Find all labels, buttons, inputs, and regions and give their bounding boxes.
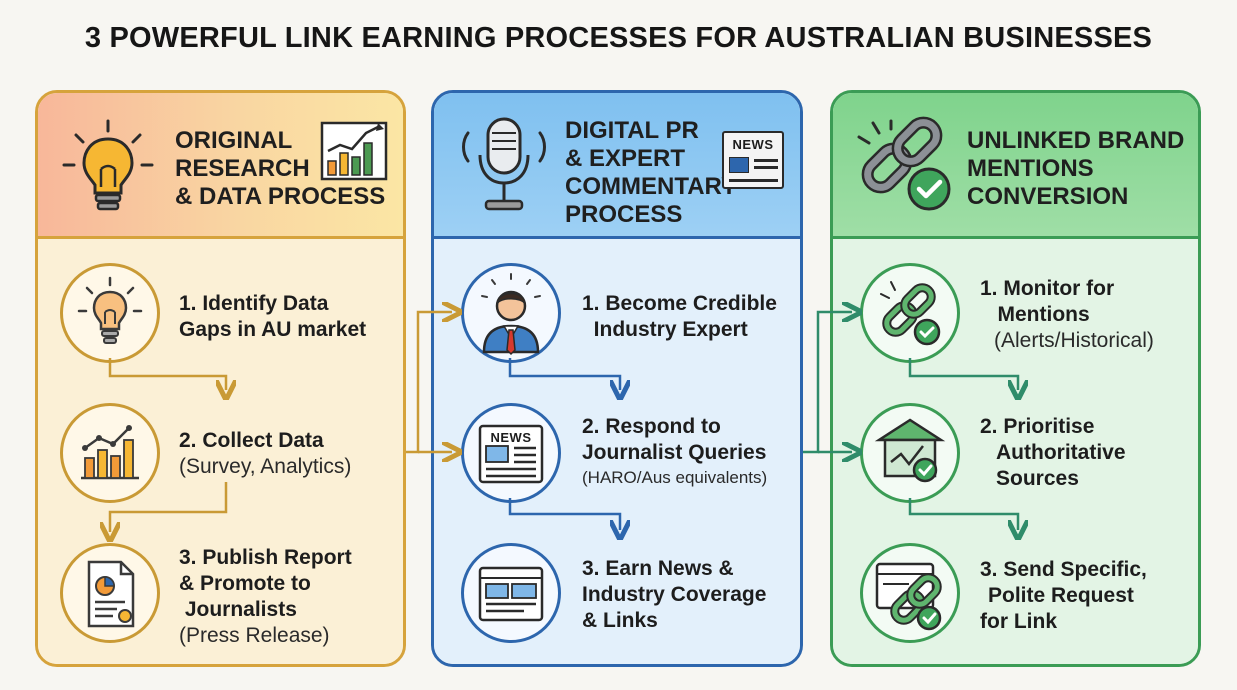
heading-line: MENTIONS [967,155,1094,182]
step-text-line: 3. Send Specific, [980,558,1147,581]
step-icon-circle [860,543,960,643]
heading-line: CONVERSION [967,183,1129,210]
step-2-text: 2. Respond to [582,415,721,531]
step-text-line: Polite Request [988,584,1134,607]
lightbulb-icon [62,119,154,211]
bar-chart-icon [320,121,388,181]
step-subtext: (HARO/Aus equivalents) [582,468,768,487]
report-document-icon [87,560,135,628]
step-text-line: 2. Respond to [582,415,721,438]
panel-header: DIGITAL PR & EXPERT COMMENTARY PROCESS N… [434,93,800,239]
panel-header: ORIGINAL RESEARCH & DATA PROCESS [38,93,403,239]
chain-link-icon [857,116,951,211]
newspaper-icon [478,424,544,484]
step-text-line: 3. Earn News & [582,557,734,580]
step-text-line: Sources [996,467,1079,490]
heading-line: COMMENTARY [565,173,737,200]
step-text-line: Industry Expert [582,318,748,341]
step-text-line: 2. Collect Data [179,429,324,452]
webpage-icon [478,566,544,622]
step-text-line: 3. Publish Report [179,546,352,569]
step-text-line: Industry Coverage [582,583,767,606]
house-icon [874,418,946,483]
step-text-line: 1. Become Credible [582,292,777,315]
step-icon-circle [860,263,960,363]
chain-link-icon [880,281,941,346]
news-label: NEWS [732,137,774,152]
step-icon-circle [461,543,561,643]
heading-line: DIGITAL PR [565,117,699,144]
heading-line: & DATA PROCESS [175,183,386,210]
heading-line: UNLINKED BRAND [967,127,1185,154]
bar-chart-icon [81,425,139,480]
step-text-line: 1. Identify Data [179,292,329,315]
step-text-line: 1. Monitor for [980,277,1115,300]
page-title: 3 POWERFUL LINK EARNING PROCESSES FOR AU… [84,22,1153,54]
step-subtext: (Survey, Analytics) [179,455,352,478]
step-1-text: 1. Become Credible Industry Expert [582,291,777,343]
step-icon-circle [60,543,160,643]
step-2-text-cont: Journalist Queries (HARO/Aus equivalents… [582,440,767,490]
step-icon-circle [60,403,160,503]
panel-original-research: ORIGINAL RESEARCH & DATA PROCESS 1 [35,90,406,667]
heading-line: PROCESS [565,201,683,228]
step-text-line: Journalist Queries [582,441,767,464]
step-3-text: 3. Publish Report & Promote to Journalis… [179,545,352,649]
webpage-link-icon [875,562,942,631]
step-text-line: for Link [980,610,1057,633]
heading-line: RESEARCH [175,155,310,182]
heading-line: ORIGINAL [175,127,293,154]
step-subtext: (Press Release) [179,624,330,647]
step-icon-circle [461,263,561,363]
step-3-text: 3. Earn News & Industry Coverage & Links [582,556,766,634]
step-2-text: 2. Collect Data (Survey, Analytics) [179,428,351,480]
step-text-line: Journalists [179,598,297,621]
step-2-text: 2. Prioritise Authoritative Sources [980,414,1126,492]
panel-header: UNLINKED BRAND MENTIONS CONVERSION [833,93,1198,239]
step-text-line: Authoritative [996,441,1126,464]
step-icon-circle [860,403,960,503]
step-text-line: 2. Prioritise [980,415,1095,438]
step-1-text: 1. Monitor for Mentions (Alerts/Historic… [980,276,1154,354]
step-1-text: 1. Identify Data Gaps in AU market [179,291,366,343]
lightbulb-icon [77,276,143,344]
step-text-line: & Links [582,609,658,632]
panel-unlinked-mentions: UNLINKED BRAND MENTIONS CONVERSION 1. Mo… [830,90,1201,667]
step-3-text: 3. Send Specific, Polite Request for Lin… [980,557,1147,635]
panel-digital-pr: DIGITAL PR & EXPERT COMMENTARY PROCESS N… [431,90,803,667]
step-text-line: & Promote to [179,572,311,595]
step-subtext: (Alerts/Historical) [994,329,1154,352]
person-icon [481,273,541,356]
heading-line: & EXPERT [565,145,686,172]
step-text-line: Gaps in AU market [179,318,367,341]
newspaper-icon: NEWS [722,131,784,189]
step-text-line: Mentions [980,303,1090,326]
microphone-icon [462,117,546,211]
step-icon-circle: NEWS [461,403,561,503]
step-icon-circle [60,263,160,363]
news-label: NEWS [490,430,532,445]
